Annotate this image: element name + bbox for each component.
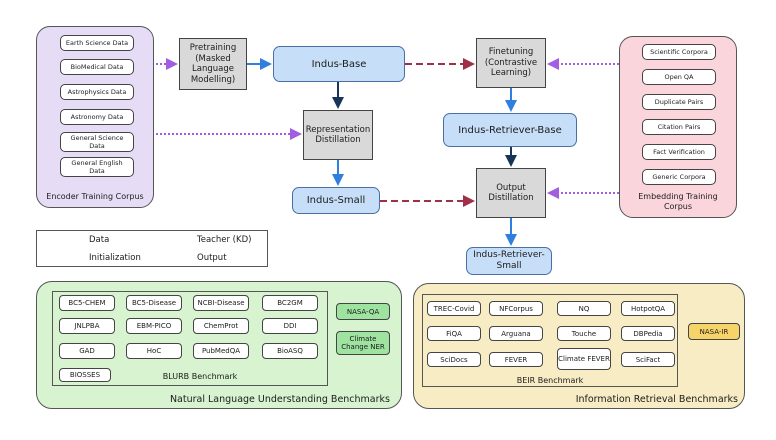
blurb-item-bc5-chem: BC5-CHEM <box>59 295 115 311</box>
corpus-item-general-english: General English Data <box>60 157 134 177</box>
beir-item-hotpotqa: HotpotQA <box>621 301 675 316</box>
ir-benchmarks-title: Information Retrieval Benchmarks <box>575 394 738 405</box>
indus-base-box: Indus-Base <box>273 46 405 82</box>
embedding-item-duplicate-pairs: Duplicate Pairs <box>642 94 716 110</box>
corpus-item-general-science: General Science Data <box>60 132 134 152</box>
beir-benchmark-title: BEIR Benchmark <box>516 375 584 385</box>
beir-item-climate-fever: Climate FEVER <box>557 348 611 370</box>
blurb-item-pubmedqa: PubMedQA <box>193 343 249 359</box>
legend-output-label: Output <box>197 253 227 263</box>
blurb-item-chemprot: ChemProt <box>193 318 249 334</box>
beir-item-scifact: SciFact <box>621 352 675 367</box>
corpus-item-astronomy: Astronomy Data <box>60 109 134 125</box>
nasa-ir-box: NASA-IR <box>688 323 740 340</box>
beir-item-touche: Touche <box>557 326 611 341</box>
embedding-item-open-qa: Open QA <box>642 69 716 85</box>
beir-item-fever: FEVER <box>489 352 543 367</box>
blurb-benchmark-title: BLURB Benchmark <box>162 371 238 381</box>
legend <box>36 230 268 267</box>
beir-item-nq: NQ <box>557 301 611 316</box>
blurb-item-ebm-pico: EBM-PICO <box>126 318 182 334</box>
corpus-item-biomedical: BioMedical Data <box>60 59 134 75</box>
corpus-item-earth-science: Earth Science Data <box>60 35 134 51</box>
indus-small-box: Indus-Small <box>292 187 380 214</box>
beir-item-dbpedia: DBPedia <box>621 326 675 341</box>
beir-item-nfcorpus: NFCorpus <box>489 301 543 316</box>
corpus-item-astrophysics: Astrophysics Data <box>60 84 134 100</box>
nasa-qa-box: NASA-QA <box>336 303 390 320</box>
embedding-item-scientific-corpora: Scientific Corpora <box>642 44 716 60</box>
output-distillation-box: Output Distillation <box>476 168 546 218</box>
blurb-item-bc5-disease: BC5-Disease <box>126 295 182 311</box>
blurb-item-biosses: BIOSSES <box>59 368 111 382</box>
pretraining-box: Pretraining (Masked Language Modelling) <box>179 38 247 90</box>
blurb-item-hoc: HoC <box>126 343 182 359</box>
legend-initialization-label: Initialization <box>89 253 141 263</box>
embedding-item-fact-verification: Fact Verification <box>642 144 716 160</box>
beir-item-scidocs: SciDocs <box>427 352 481 367</box>
embedding-item-citation-pairs: Citation Pairs <box>642 119 716 135</box>
embedding-corpus-title: Embedding Training Corpus <box>638 192 718 211</box>
blurb-item-gad: GAD <box>59 343 115 359</box>
legend-teacher-label: Teacher (KD) <box>197 235 252 245</box>
beir-benchmark-frame <box>422 294 678 387</box>
finetuning-box: Finetuning (Contrastive Learning) <box>476 38 546 88</box>
legend-data-label: Data <box>89 235 110 245</box>
beir-item-arguana: Arguana <box>489 326 543 341</box>
blurb-benchmark-frame <box>52 291 328 386</box>
nlu-benchmarks-title: Natural Language Understanding Benchmark… <box>169 394 390 405</box>
blurb-item-jnlpba: JNLPBA <box>59 318 115 334</box>
climate-change-ner-box: Climate Change NER <box>336 331 390 355</box>
blurb-item-ncbi-disease: NCBI-Disease <box>193 295 249 311</box>
blurb-item-bc2gm: BC2GM <box>262 295 318 311</box>
embedding-item-generic-corpora: Generic Corpora <box>642 169 716 185</box>
blurb-item-ddi: DDI <box>262 318 318 334</box>
blurb-item-bioasq: BioASQ <box>262 343 318 359</box>
representation-distillation-box: Representation Distillation <box>303 110 373 160</box>
indus-retriever-base-box: Indus-Retriever-Base <box>443 113 577 147</box>
beir-item-trec-covid: TREC-Covid <box>427 301 481 316</box>
encoder-corpus-title: Encoder Training Corpus <box>46 191 144 201</box>
indus-retriever-small-box: Indus-Retriever-Small <box>466 247 552 275</box>
beir-item-fiqa: FiQA <box>427 326 481 341</box>
